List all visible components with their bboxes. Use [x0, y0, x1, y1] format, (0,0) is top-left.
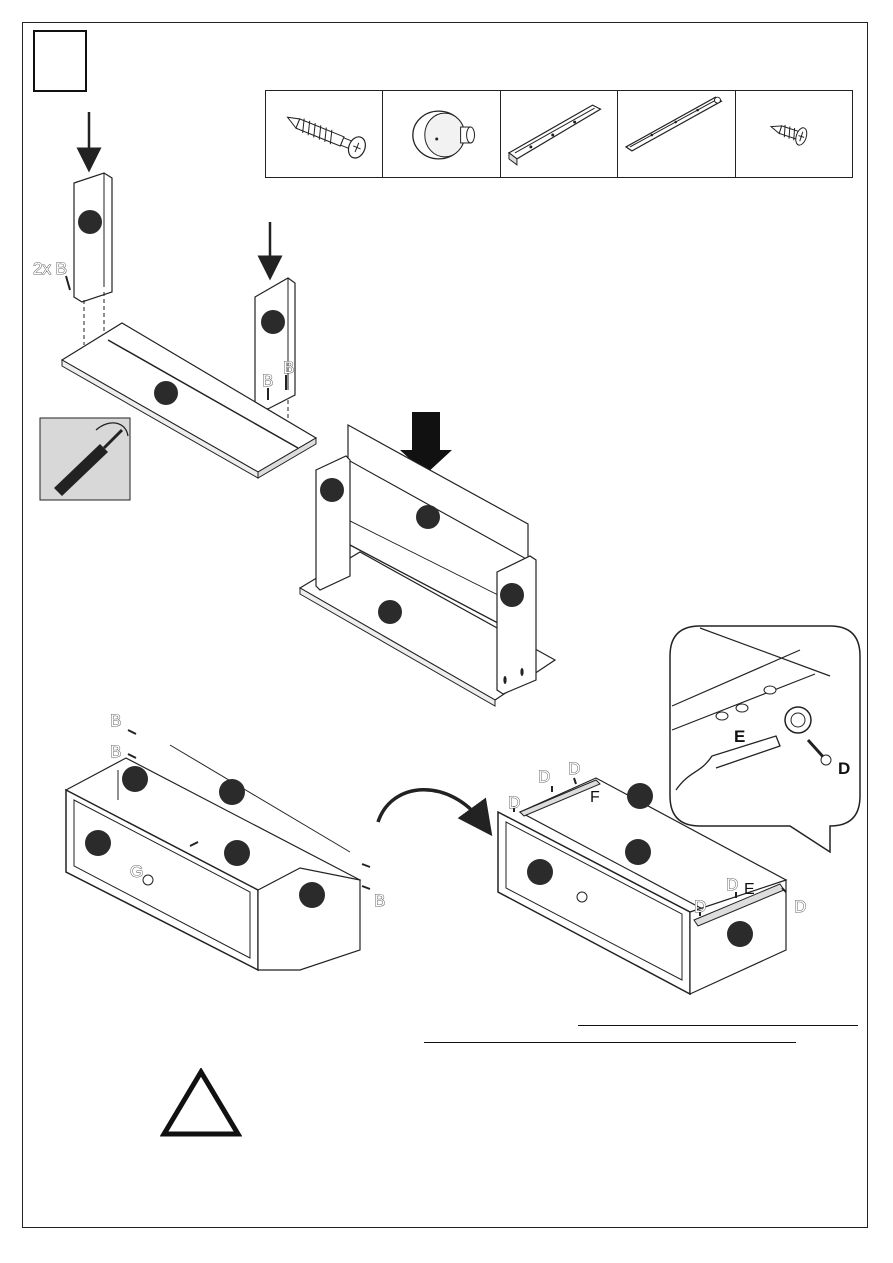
- part-badge: [378, 600, 402, 624]
- part-badge: [727, 921, 753, 947]
- drawer-assembly-section: B B B G: [66, 711, 385, 970]
- screwdriver-inset: [40, 418, 130, 500]
- right-side-panel: [255, 278, 295, 412]
- base-assembly-section: 2x B B B: [33, 112, 316, 500]
- part-badge: [154, 381, 178, 405]
- curved-arrow-icon: [378, 790, 482, 822]
- label-d: D: [568, 759, 580, 778]
- knob-icon: [577, 892, 587, 902]
- label-qty-b: 2x B: [33, 259, 67, 278]
- part-badge: [320, 478, 344, 502]
- part-badge: [627, 783, 653, 809]
- part-badge: [261, 310, 285, 334]
- part-badge: [219, 779, 245, 805]
- part-badge: [78, 210, 102, 234]
- part-badge: [224, 840, 250, 866]
- label-d: D: [694, 897, 706, 916]
- divider-line: [424, 1042, 796, 1043]
- label-e: E: [744, 881, 755, 898]
- runner-detail-bubble: E D: [670, 626, 860, 852]
- label-d: D: [726, 875, 738, 894]
- label-b: B: [374, 891, 385, 910]
- label-f: F: [590, 789, 600, 806]
- part-badge: [416, 505, 440, 529]
- back-panel-section: [300, 412, 555, 706]
- part-badge: [527, 859, 553, 885]
- part-badge: [500, 583, 524, 607]
- label-b: B: [110, 711, 121, 730]
- part-badge: [625, 839, 651, 865]
- label-b: B: [283, 358, 294, 377]
- part-badge: [122, 766, 148, 792]
- label-d: D: [508, 793, 520, 812]
- divider-line: [578, 1025, 858, 1026]
- knob-icon: [143, 875, 153, 885]
- part-badge: [299, 882, 325, 908]
- warning-triangle-icon: [160, 1068, 242, 1140]
- label-d: D: [838, 759, 850, 778]
- label-d: D: [794, 897, 806, 916]
- screw-icon: [66, 276, 70, 290]
- label-g: G: [130, 862, 143, 881]
- label-b: B: [110, 742, 121, 761]
- label-b: B: [262, 371, 273, 390]
- left-side-panel: [74, 173, 112, 302]
- label-d: D: [538, 767, 550, 786]
- part-badge: [85, 830, 111, 856]
- label-e: E: [734, 727, 745, 746]
